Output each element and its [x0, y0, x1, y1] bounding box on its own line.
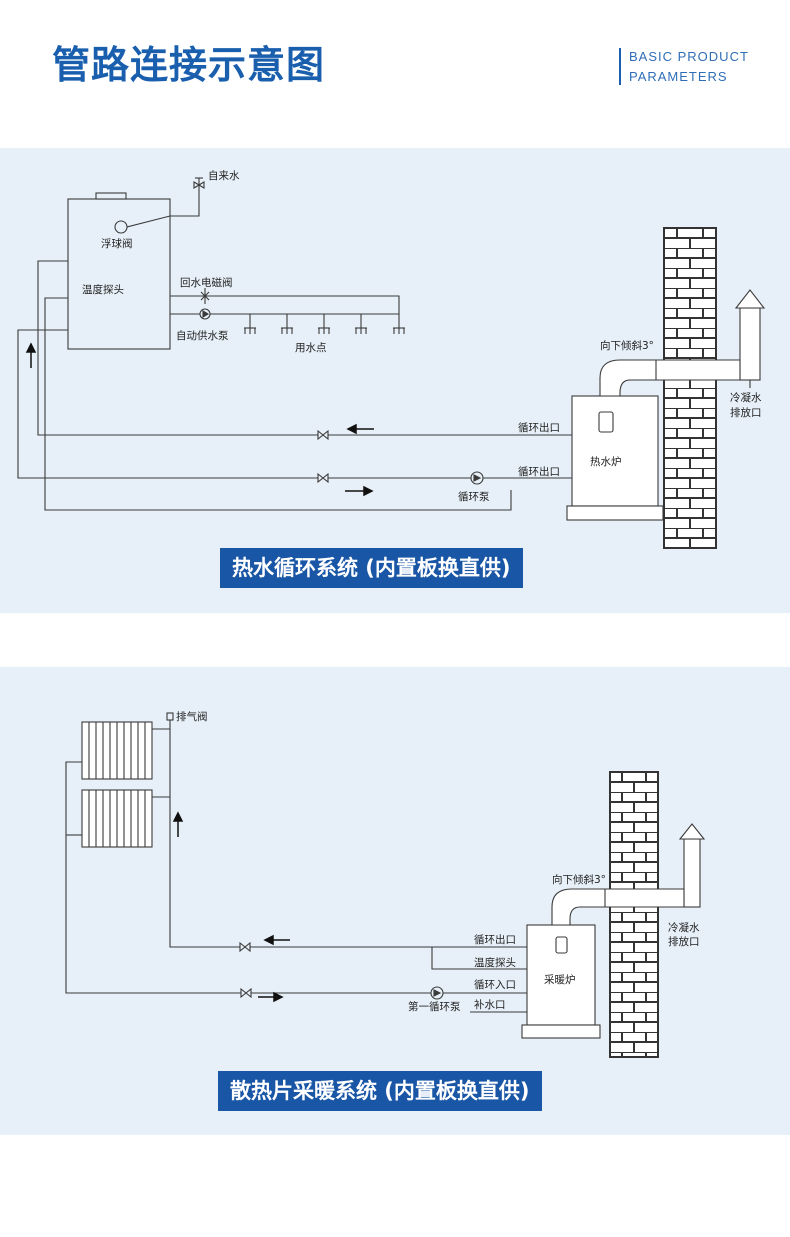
tilt-label: 向下倾斜3°	[600, 339, 654, 352]
circ-in-label: 循环入口	[474, 978, 516, 991]
makeup-label: 补水口	[474, 998, 506, 1011]
auto-pump-label: 自动供水泵	[176, 329, 229, 342]
water-points-label: 用水点	[295, 342, 327, 354]
first-pump-label: 第一循环泵	[408, 1000, 461, 1013]
diagram-1-caption: 热水循环系统 (内置板换直供)	[220, 548, 523, 588]
condensate-label-2: 排放口	[730, 406, 762, 419]
circ-pump-label: 循环泵	[458, 490, 490, 503]
return-valve-label: 回水电磁阀	[180, 276, 233, 289]
condensate-label-4: 排放口	[668, 935, 700, 948]
page-title: 管路连接示意图	[52, 43, 326, 87]
condensate-label-1: 冷凝水	[730, 391, 762, 404]
temp-probe-label: 温度探头	[82, 283, 124, 296]
temp-probe-label-2: 温度探头	[474, 956, 516, 969]
condensate-label-3: 冷凝水	[668, 921, 700, 934]
tap-water-label: 自来水	[208, 169, 240, 182]
radiator-heating-diagram: 排气阀 向下倾斜3° 冷凝水 排放口 循环出口 温度探头 循环入口 补水口 第一…	[0, 667, 790, 1135]
boiler-label: 热水炉	[590, 455, 622, 468]
tilt-label-2: 向下倾斜3°	[552, 873, 606, 886]
english-title-line-1: BASIC PRODUCT	[629, 49, 749, 64]
float-valve-label: 浮球阀	[101, 237, 133, 250]
circ-out-label-3: 循环出口	[474, 933, 516, 946]
hot-water-circulation-diagram: 自来水 浮球阀 温度探头 回水电磁阀 自动供水泵 用水点 向下倾斜3° 冷凝水 …	[0, 148, 790, 613]
title-divider	[619, 48, 621, 85]
diagram-1-drawing: 自来水 浮球阀 温度探头 回水电磁阀 自动供水泵 用水点 向下倾斜3° 冷凝水 …	[17, 169, 766, 549]
vent-valve-label: 排气阀	[176, 710, 208, 723]
circ-out-label-2: 循环出口	[518, 465, 560, 478]
diagram-2-drawing: 排气阀 向下倾斜3° 冷凝水 排放口 循环出口 温度探头 循环入口 补水口 第一…	[65, 710, 706, 1058]
circ-out-label-1: 循环出口	[518, 421, 560, 434]
english-title-line-2: PARAMETERS	[629, 69, 728, 84]
boiler-label-2: 采暖炉	[544, 973, 576, 986]
diagram-2-caption: 散热片采暖系统 (内置板换直供)	[218, 1071, 542, 1111]
